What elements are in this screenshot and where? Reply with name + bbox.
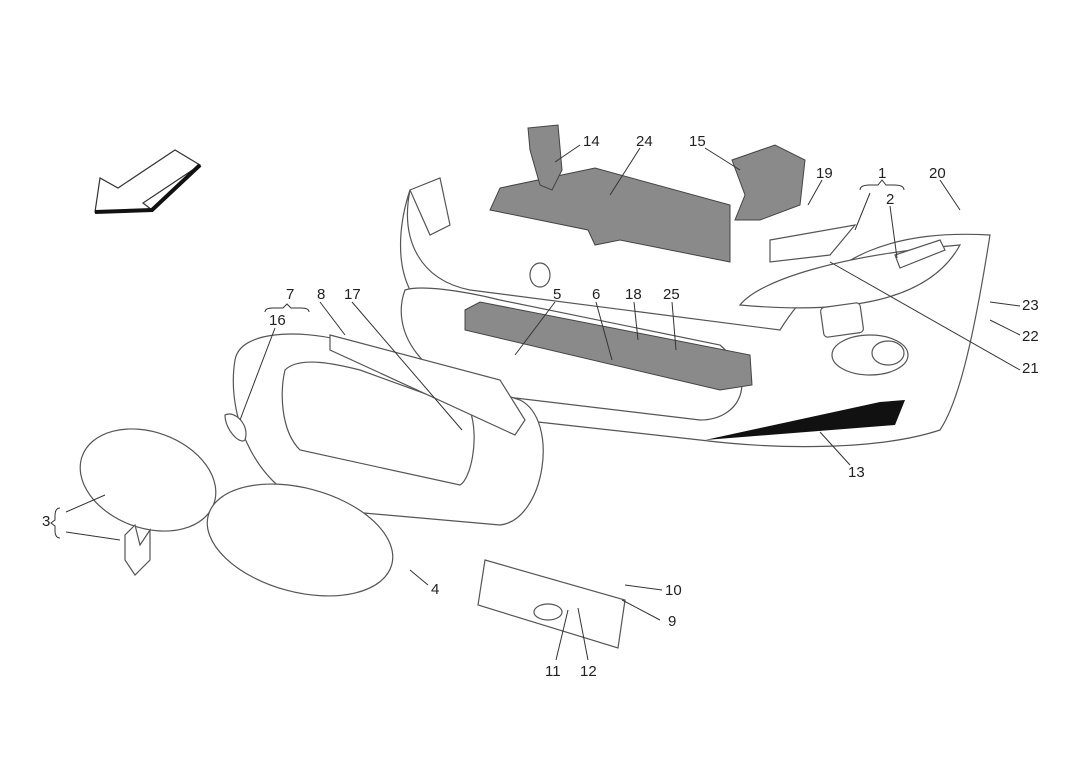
bracket-1 bbox=[769, 224, 857, 263]
callout-23: 23 bbox=[1022, 297, 1039, 314]
grille-3 bbox=[79, 428, 394, 597]
callout-5: 5 bbox=[553, 286, 561, 303]
callout-25: 25 bbox=[663, 286, 680, 303]
callout-16: 16 bbox=[269, 312, 286, 329]
callout-19: 19 bbox=[816, 165, 833, 182]
callout-21: 21 bbox=[1022, 360, 1039, 377]
air-duct-15 bbox=[731, 144, 806, 221]
bracket-2 bbox=[894, 239, 946, 269]
callout-20: 20 bbox=[929, 165, 946, 182]
callout-1: 1 bbox=[878, 165, 886, 182]
callout-18: 18 bbox=[625, 286, 642, 303]
callout-labels: 14 24 15 19 1 20 2 7 8 17 16 5 6 18 25 2… bbox=[42, 133, 1039, 680]
callout-4: 4 bbox=[431, 581, 439, 598]
callout-14: 14 bbox=[583, 133, 600, 150]
callout-12: 12 bbox=[580, 663, 597, 680]
callout-22: 22 bbox=[1022, 328, 1039, 345]
callout-10: 10 bbox=[665, 582, 682, 599]
callout-3: 3 bbox=[42, 513, 50, 530]
callout-7: 7 bbox=[286, 286, 294, 303]
upper-insulation-24 bbox=[489, 167, 731, 263]
callout-15: 15 bbox=[689, 133, 706, 150]
callout-24: 24 bbox=[636, 133, 653, 150]
grille-frame bbox=[224, 333, 544, 526]
callout-2: 2 bbox=[886, 191, 894, 208]
callout-9: 9 bbox=[668, 613, 676, 630]
direction-arrow-icon bbox=[94, 149, 202, 214]
callout-11: 11 bbox=[545, 663, 561, 680]
callout-6: 6 bbox=[592, 286, 600, 303]
callout-17: 17 bbox=[344, 286, 361, 303]
leader-lines bbox=[50, 144, 1021, 661]
callout-13: 13 bbox=[848, 464, 865, 481]
air-duct-14 bbox=[527, 124, 563, 191]
callout-8: 8 bbox=[317, 286, 325, 303]
